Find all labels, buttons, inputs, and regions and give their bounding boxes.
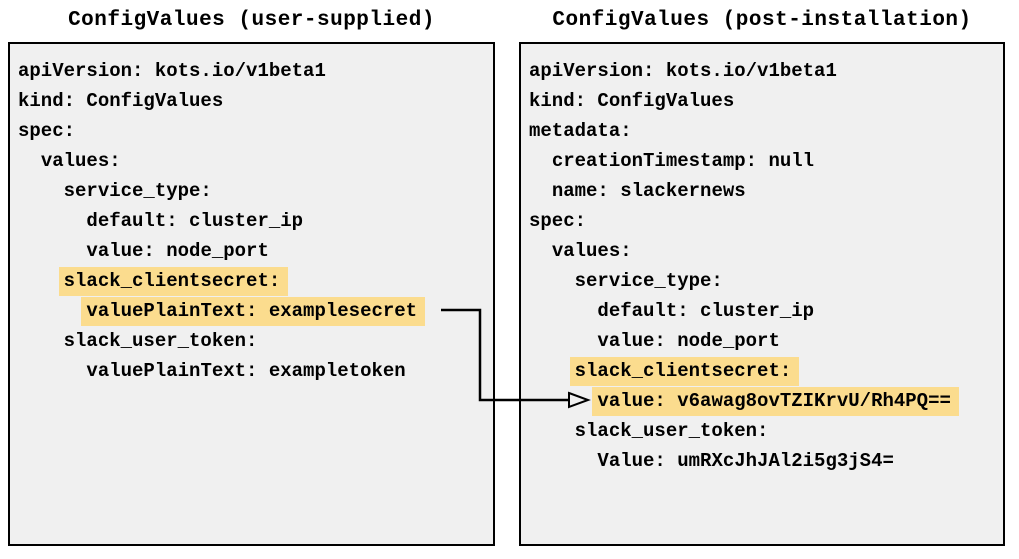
highlighted-code-text: slack_clientsecret: — [58, 267, 289, 296]
code-indent — [529, 420, 575, 442]
code-indent — [529, 180, 552, 202]
code-line: spec: — [18, 116, 485, 146]
code-indent — [18, 240, 86, 262]
code-text: spec: — [18, 120, 76, 142]
code-indent — [529, 450, 597, 472]
code-line: apiVersion: kots.io/v1beta1 — [18, 56, 485, 86]
code-indent — [18, 210, 86, 232]
code-text: value: node_port — [86, 240, 269, 262]
code-line: metadata: — [529, 116, 995, 146]
code-line: kind: ConfigValues — [529, 86, 995, 116]
code-line: default: cluster_ip — [529, 296, 995, 326]
code-line: kind: ConfigValues — [18, 86, 485, 116]
code-line: default: cluster_ip — [18, 206, 485, 236]
code-text: valuePlainText: exampletoken — [86, 360, 406, 382]
code-indent — [18, 300, 86, 322]
code-text: value: node_port — [597, 330, 780, 352]
user-supplied-config-panel: apiVersion: kots.io/v1beta1 kind: Config… — [8, 42, 495, 546]
code-line: slack_user_token: — [18, 326, 485, 356]
code-indent — [18, 150, 41, 172]
code-indent — [18, 180, 64, 202]
code-line: slack_clientsecret: — [529, 356, 995, 386]
code-text: service_type: — [574, 270, 723, 292]
code-line: valuePlainText: exampletoken — [18, 356, 485, 386]
code-line: values: — [18, 146, 485, 176]
code-text: name: slackernews — [551, 180, 746, 202]
code-line: creationTimestamp: null — [529, 146, 995, 176]
code-line: spec: — [529, 206, 995, 236]
code-text: metadata: — [529, 120, 632, 142]
code-line: value: node_port — [18, 236, 485, 266]
highlighted-code-text: valuePlainText: examplesecret — [81, 297, 426, 326]
code-text: values: — [40, 150, 121, 172]
right-panel-title: ConfigValues (post-installation) — [552, 9, 972, 32]
code-indent — [18, 270, 64, 292]
code-text: kind: ConfigValues — [18, 90, 224, 112]
code-indent — [529, 330, 597, 352]
code-text: apiVersion: kots.io/v1beta1 — [18, 60, 326, 82]
code-text: Value: umRXcJhJAl2i5g3jS4= — [597, 450, 894, 472]
highlighted-code-text: value: v6awag8ovTZIKrvU/Rh4PQ== — [592, 387, 959, 416]
code-indent — [529, 390, 597, 412]
code-indent — [529, 300, 597, 322]
code-line: service_type: — [18, 176, 485, 206]
code-indent — [18, 360, 86, 382]
code-indent — [529, 150, 552, 172]
code-line: slack_clientsecret: — [18, 266, 485, 296]
code-line: Value: umRXcJhJAl2i5g3jS4= — [529, 446, 995, 476]
code-text: slack_user_token: — [63, 330, 258, 352]
code-line: slack_user_token: — [529, 416, 995, 446]
code-text: default: cluster_ip — [86, 210, 304, 232]
code-text: kind: ConfigValues — [529, 90, 735, 112]
code-text: spec: — [529, 210, 587, 232]
code-text: creationTimestamp: null — [551, 150, 815, 172]
post-installation-config-panel: apiVersion: kots.io/v1beta1 kind: Config… — [519, 42, 1005, 546]
code-text: apiVersion: kots.io/v1beta1 — [529, 60, 837, 82]
highlighted-code-text: slack_clientsecret: — [569, 357, 800, 386]
code-line: name: slackernews — [529, 176, 995, 206]
code-indent — [529, 270, 575, 292]
code-line: values: — [529, 236, 995, 266]
code-line: apiVersion: kots.io/v1beta1 — [529, 56, 995, 86]
code-indent — [18, 330, 64, 352]
code-text: values: — [551, 240, 632, 262]
code-text: service_type: — [63, 180, 212, 202]
left-panel-title: ConfigValues (user-supplied) — [68, 9, 435, 32]
code-line: value: node_port — [529, 326, 995, 356]
code-text: default: cluster_ip — [597, 300, 815, 322]
code-line: value: v6awag8ovTZIKrvU/Rh4PQ== — [529, 386, 995, 416]
code-text: slack_user_token: — [574, 420, 769, 442]
code-indent — [529, 360, 575, 382]
code-line: valuePlainText: examplesecret — [18, 296, 485, 326]
code-indent — [529, 240, 552, 262]
code-line: service_type: — [529, 266, 995, 296]
